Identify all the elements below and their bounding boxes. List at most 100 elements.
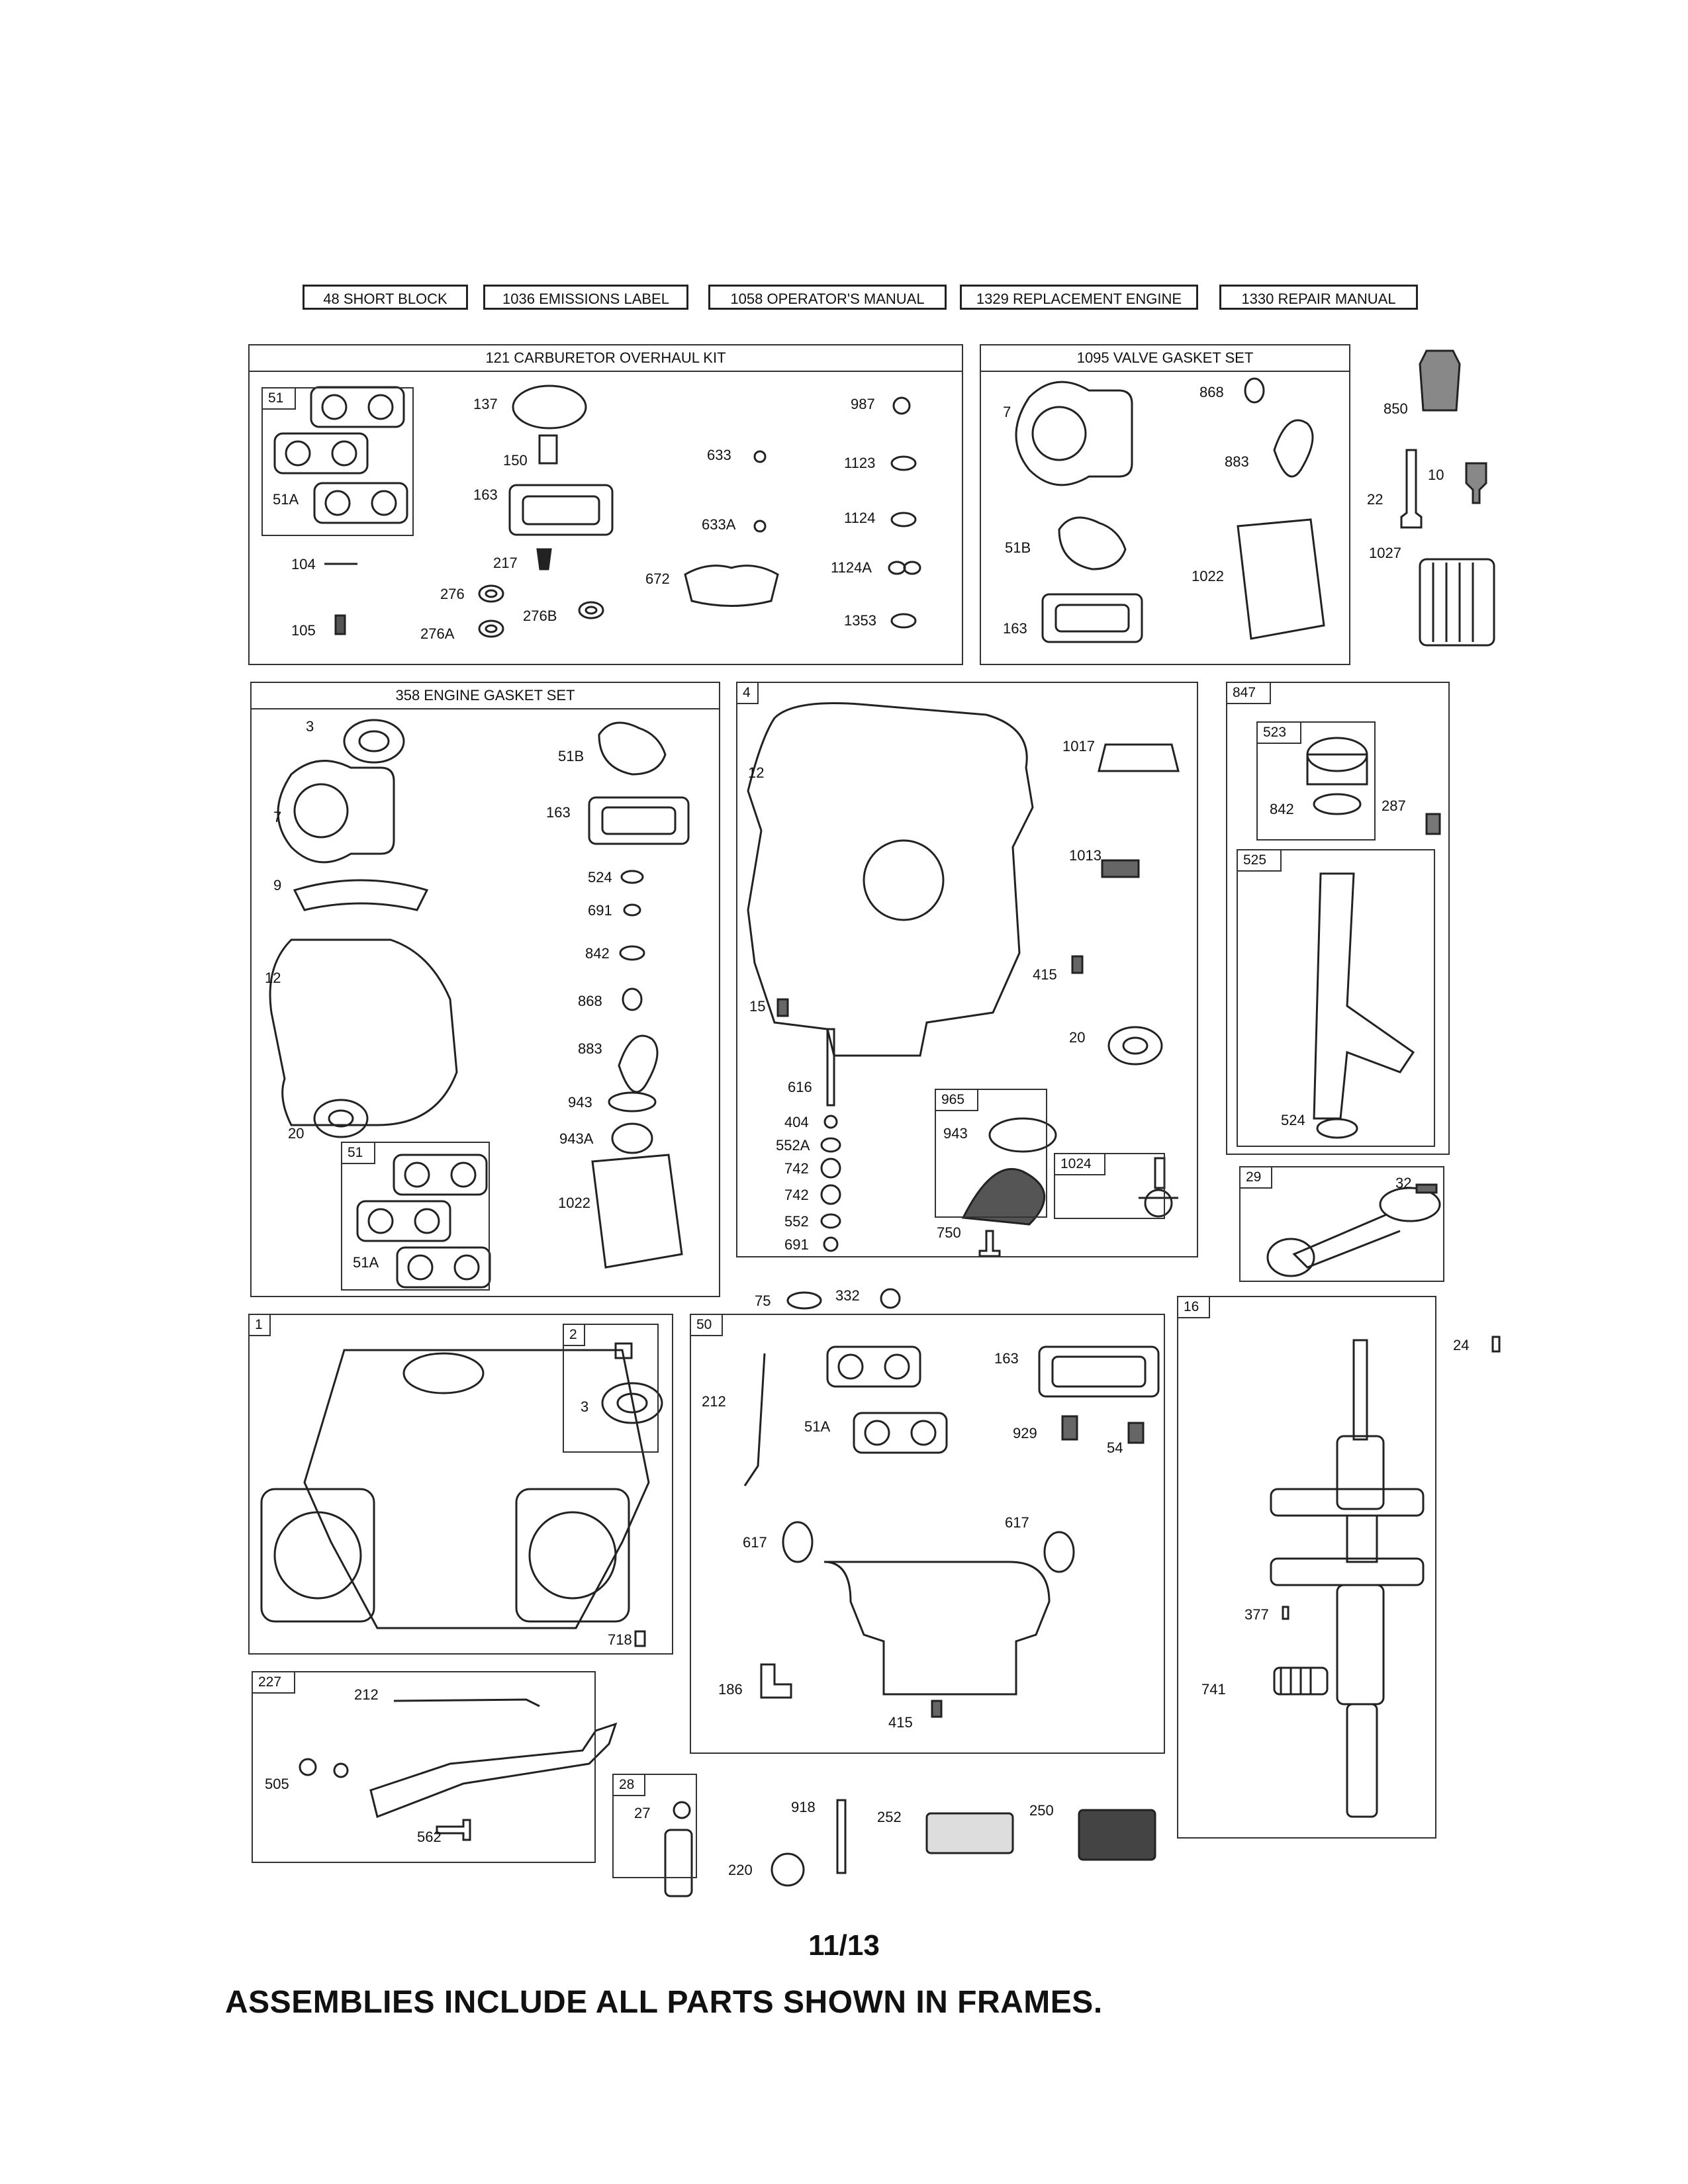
callout-220: 220 xyxy=(728,1862,753,1878)
callout-616: 616 xyxy=(788,1079,812,1095)
frame-523 xyxy=(1256,721,1376,841)
callout-276: 276 xyxy=(440,586,465,602)
bolt-22 xyxy=(1400,449,1423,529)
callout-842-eg: 842 xyxy=(585,945,610,962)
carb-part-217 xyxy=(536,548,552,570)
callout-51b-eg: 51B xyxy=(558,748,585,764)
tag-525: 525 xyxy=(1237,849,1282,872)
eg-oring-943a xyxy=(611,1122,653,1154)
tag-1024: 1024 xyxy=(1054,1153,1105,1175)
carb-gasket-672 xyxy=(684,565,779,607)
callout-137: 137 xyxy=(473,396,498,412)
part-415-intake xyxy=(931,1700,943,1718)
callout-742a: 742 xyxy=(784,1160,809,1177)
callout-22: 22 xyxy=(1367,491,1383,508)
callout-51a-eg: 51A xyxy=(353,1254,379,1271)
callout-617a: 617 xyxy=(743,1534,767,1551)
valve-cover-gasket-1022 xyxy=(1237,518,1325,640)
callout-929: 929 xyxy=(1013,1425,1037,1441)
callout-742b: 742 xyxy=(784,1187,809,1203)
tag-4: 4 xyxy=(736,682,759,704)
frame-29 xyxy=(1239,1166,1444,1282)
callout-1017: 1017 xyxy=(1062,738,1095,754)
callout-718: 718 xyxy=(608,1631,632,1648)
callout-276a: 276A xyxy=(420,625,455,642)
callout-10: 10 xyxy=(1428,467,1444,483)
frame-965 xyxy=(935,1089,1047,1218)
fitting-186 xyxy=(760,1663,792,1699)
frame-intake-50 xyxy=(690,1314,1165,1754)
frame-525 xyxy=(1237,849,1435,1147)
carb-oring-137 xyxy=(512,385,587,430)
tag-847: 847 xyxy=(1226,682,1271,704)
eg-crankcase-gasket-12 xyxy=(269,938,458,1126)
dipstick-tube-525 xyxy=(1313,872,1415,1120)
eg-gasket-51b xyxy=(598,721,667,776)
oring-842 xyxy=(1313,793,1362,815)
oring-943 xyxy=(988,1117,1057,1153)
callout-1013: 1013 xyxy=(1069,847,1102,864)
callout-212-gov: 212 xyxy=(354,1686,379,1703)
oil-filter-1027 xyxy=(1419,558,1495,647)
callout-868-valve: 868 xyxy=(1199,384,1224,400)
eg-gasket-9 xyxy=(293,879,429,911)
frame-2 xyxy=(563,1324,659,1453)
callout-3-block: 3 xyxy=(581,1398,589,1415)
oil-filter-adapter-1017 xyxy=(1098,743,1180,772)
sealant-850 xyxy=(1419,349,1461,412)
carb-part-1124a xyxy=(888,561,921,575)
header-part-emissions-label: 1036 EMISSIONS LABEL xyxy=(483,285,688,310)
link-212 xyxy=(743,1353,766,1486)
part-552 xyxy=(820,1213,841,1229)
callout-51b-valve: 51B xyxy=(1005,539,1031,556)
eg-gasket-51-group xyxy=(356,1154,491,1289)
bolt-562 xyxy=(436,1819,471,1841)
callout-276b: 276B xyxy=(523,608,557,624)
callout-27: 27 xyxy=(634,1805,651,1821)
gear-742a xyxy=(820,1158,841,1179)
governor-lever-227 xyxy=(369,1722,618,1819)
washer-75 xyxy=(786,1291,822,1310)
callout-75: 75 xyxy=(755,1293,771,1309)
tag-227: 227 xyxy=(252,1671,295,1694)
valve-gasket-51b xyxy=(1058,516,1127,570)
callout-1124: 1124 xyxy=(844,510,876,526)
header-part-operators-manual: 1058 OPERATOR'S MANUAL xyxy=(708,285,947,310)
callout-842-dip: 842 xyxy=(1270,801,1294,817)
crankcase-bore xyxy=(863,839,945,921)
bolt-32 xyxy=(1415,1183,1438,1194)
dipstick-cap-523 xyxy=(1306,737,1368,786)
oring-617b xyxy=(1043,1531,1075,1573)
callout-287: 287 xyxy=(1382,797,1406,814)
part-552a xyxy=(820,1137,841,1153)
callout-918: 918 xyxy=(791,1799,816,1815)
frame-crankcase-4 xyxy=(736,682,1198,1257)
callout-54: 54 xyxy=(1107,1439,1123,1456)
crankshaft-16 xyxy=(1270,1339,1425,1818)
callout-691-eg: 691 xyxy=(588,902,612,919)
part-15 xyxy=(776,998,789,1017)
callout-1022-eg: 1022 xyxy=(558,1195,590,1211)
callout-12-case: 12 xyxy=(748,764,765,781)
screw-54 xyxy=(1127,1422,1145,1444)
frame-847 xyxy=(1226,682,1450,1155)
callout-1123: 1123 xyxy=(844,455,876,471)
part-220 xyxy=(771,1852,805,1887)
carb-part-987 xyxy=(892,396,911,415)
callout-20-eg: 20 xyxy=(288,1125,305,1142)
rod-918 xyxy=(836,1799,847,1874)
gear-742b xyxy=(820,1184,841,1205)
part-1013 xyxy=(1101,859,1140,878)
carb-part-105 xyxy=(334,614,346,635)
oring-617a xyxy=(782,1521,814,1563)
callout-217: 217 xyxy=(493,555,518,571)
callout-633: 633 xyxy=(707,447,731,463)
callout-404: 404 xyxy=(784,1114,809,1130)
carb-part-633a xyxy=(753,520,767,533)
eg-gasket-163 xyxy=(588,796,690,845)
callout-552a: 552A xyxy=(776,1137,810,1154)
key-377 xyxy=(1282,1606,1289,1620)
header-part-short-block: 48 SHORT BLOCK xyxy=(303,285,468,310)
callout-691-case: 691 xyxy=(784,1236,809,1253)
